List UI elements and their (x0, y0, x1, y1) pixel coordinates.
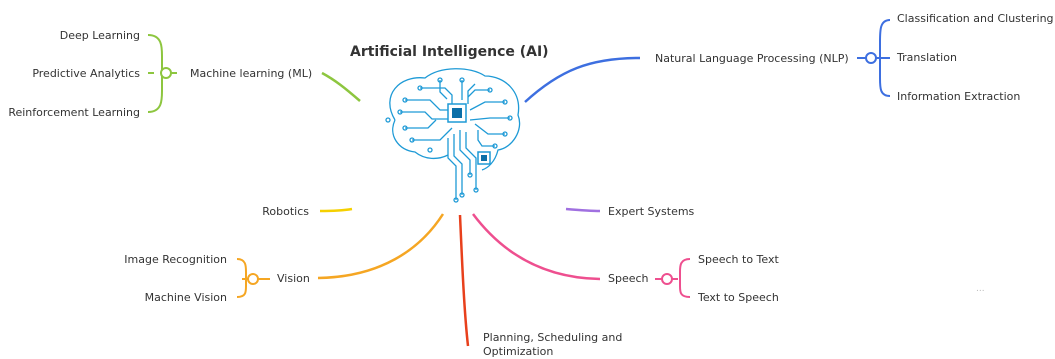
nlp-child-information-extraction: Information Extraction (897, 90, 1021, 103)
vision-branch-label: Vision (277, 272, 310, 285)
speech-connector (472, 213, 601, 281)
nlp-branch-label: Natural Language Processing (NLP) (655, 52, 849, 65)
robotics-connector (319, 207, 353, 213)
speech-junction-icon (661, 273, 673, 285)
brain-circuit-icon (385, 68, 521, 203)
robotics-branch-label: Robotics (262, 205, 309, 218)
nlp-junction-icon (865, 52, 877, 64)
speech-child-speech-to-text: Speech to Text (698, 253, 779, 266)
vision-child-machine-vision: Machine Vision (144, 291, 227, 304)
ml-branch-label: Machine learning (ML) (190, 67, 313, 80)
ml-child-predictive-analytics: Predictive Analytics (32, 67, 140, 80)
nlp-child-translation: Translation (897, 51, 957, 64)
planning-connector (458, 214, 470, 347)
expert-connector (565, 207, 601, 213)
nlp-connector (524, 56, 641, 103)
speech-child-text-to-speech: Text to Speech (698, 291, 779, 304)
vision-junction-icon (247, 273, 259, 285)
planning-branch-label-line1: Planning, Scheduling and (483, 331, 623, 344)
vision-connector (317, 213, 445, 280)
ml-junction-icon (160, 67, 172, 79)
more-indicator: ... (976, 284, 985, 294)
speech-branch-label: Speech (608, 272, 649, 285)
vision-child-image-recognition: Image Recognition (124, 253, 227, 266)
central-topic-title: Artificial Intelligence (AI) (350, 44, 549, 60)
nlp-child-connectors (857, 19, 891, 97)
nlp-child-classification: Classification and Clustering (897, 12, 1054, 25)
planning-branch-label-line2: Optimization (483, 345, 554, 358)
expert-systems-branch-label: Expert Systems (608, 205, 695, 218)
ml-child-reinforcement-learning: Reinforcement Learning (8, 106, 140, 119)
ml-connector (321, 71, 361, 102)
ml-child-deep-learning: Deep Learning (59, 29, 140, 42)
